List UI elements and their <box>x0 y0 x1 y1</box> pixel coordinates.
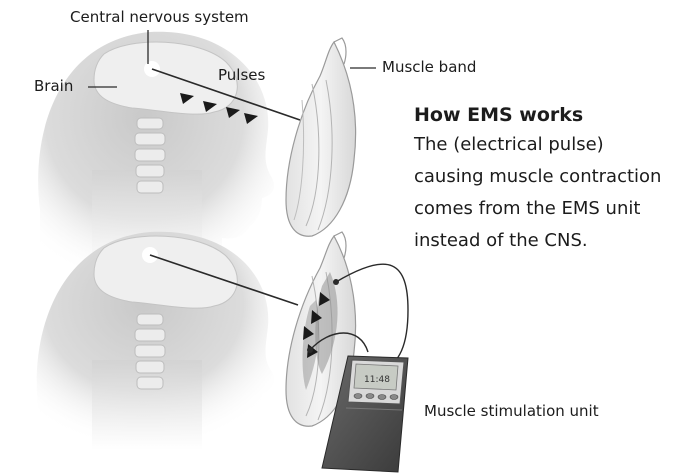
brain-label: Brain <box>34 77 73 95</box>
device-screen-text: 11:48 <box>364 375 390 385</box>
info-line: instead of the CNS. <box>414 225 682 257</box>
info-line: causing muscle contraction <box>414 161 682 193</box>
cns-label: Central nervous system <box>70 8 249 26</box>
muscle-top <box>286 38 376 236</box>
muscle-band-label: Muscle band <box>382 58 476 76</box>
spine-top <box>135 118 165 193</box>
how-ems-works-panel: How EMS works The (electrical pulse) cau… <box>414 104 682 257</box>
spine-bottom <box>135 314 165 389</box>
info-line: comes from the EMS unit <box>414 193 682 225</box>
info-title: How EMS works <box>414 104 682 126</box>
pulses-label: Pulses <box>218 66 265 84</box>
info-body: The (electrical pulse) causing muscle co… <box>414 129 682 257</box>
info-line: The (electrical pulse) <box>414 129 682 161</box>
stim-unit-label: Muscle stimulation unit <box>424 402 599 420</box>
